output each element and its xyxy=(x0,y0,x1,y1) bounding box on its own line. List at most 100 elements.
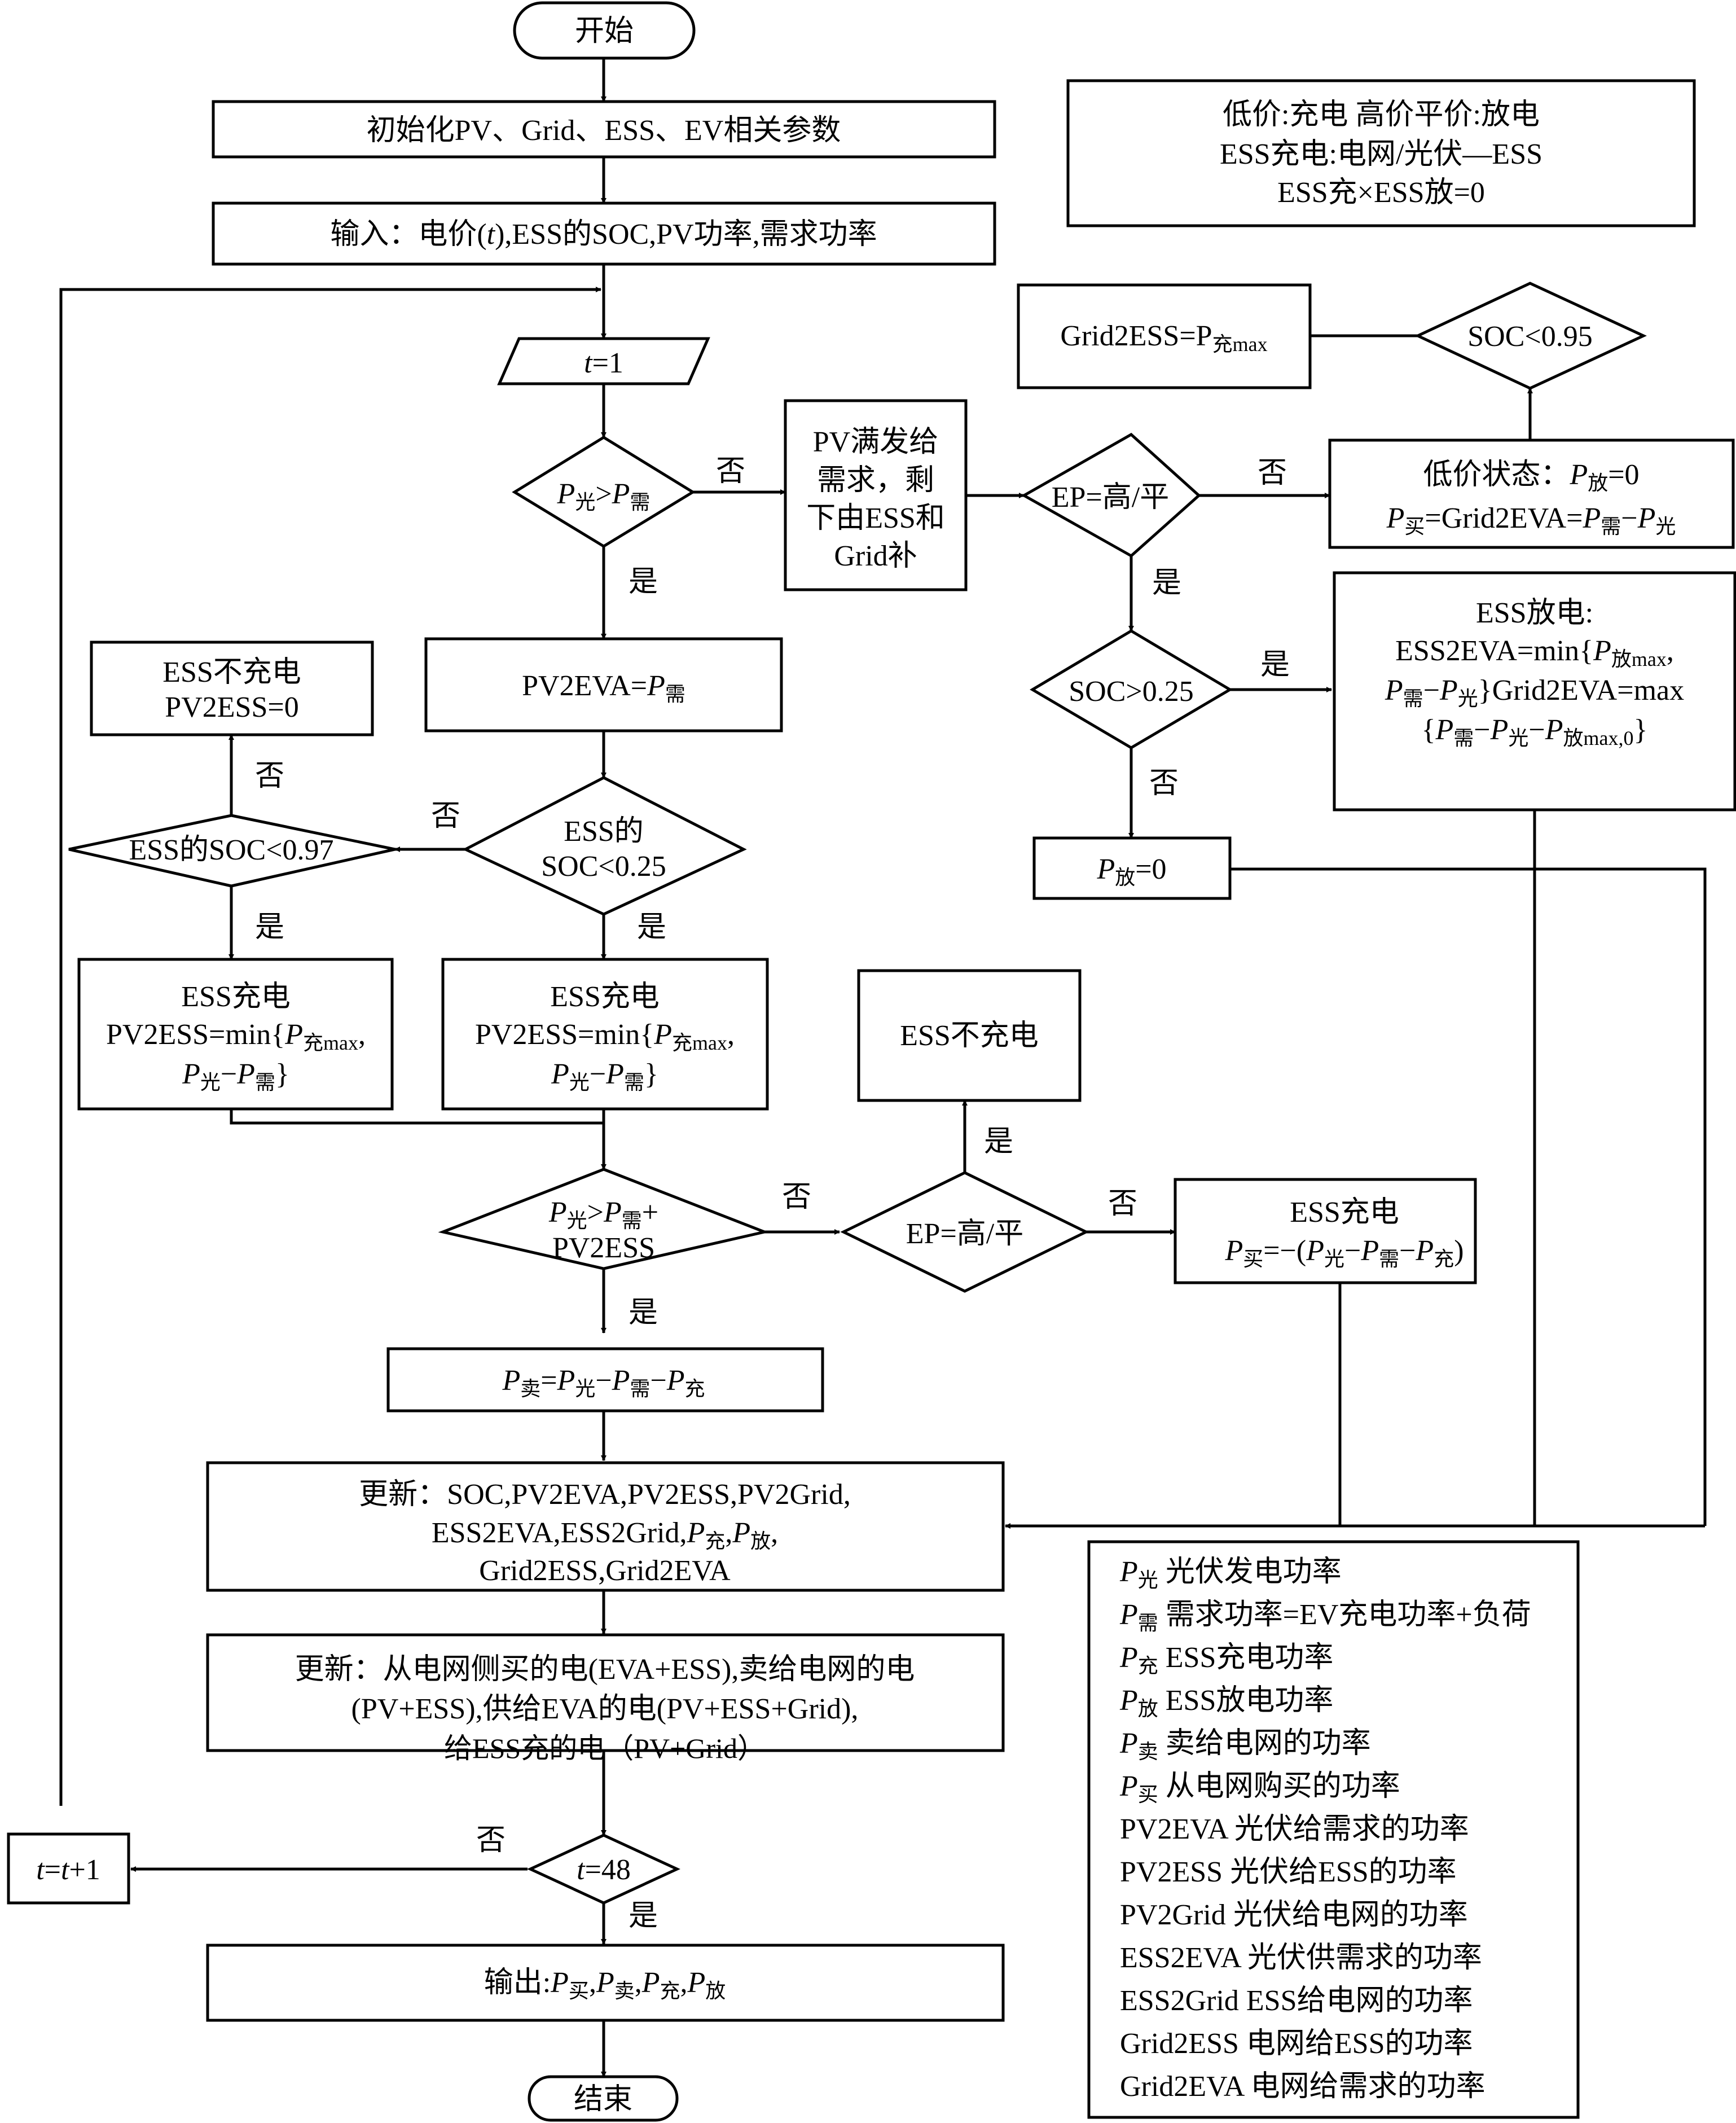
label-no-9: 否 xyxy=(476,1824,506,1857)
pv-shortfall-box: PV满发给 需求，剩 下由ESS和 Grid补 xyxy=(784,399,968,591)
svg-text:低价:充电 高价平价:放电: 低价:充电 高价平价:放电 xyxy=(1223,99,1540,131)
legend-item: Grid2ESS 电网给ESS的功率 xyxy=(1120,2028,1473,2060)
svg-text:P光>P需+: P光>P需+ xyxy=(548,1196,658,1232)
svg-text:ESS充电: ESS充电 xyxy=(1290,1196,1399,1229)
t-increment-box: t=t+1 xyxy=(7,1832,130,1905)
svg-text:SOC<0.25: SOC<0.25 xyxy=(541,850,666,883)
input-box: 输入：电价(t),ESS的SOC,PV功率,需求功率 xyxy=(212,201,996,266)
svg-text:ESS2EVA,ESS2Grid,P充,P放,: ESS2EVA,ESS2Grid,P充,P放, xyxy=(432,1517,778,1552)
svg-text:t=t+1: t=t+1 xyxy=(36,1854,100,1886)
start-node: 开始 xyxy=(513,1,696,60)
svg-text:t=48: t=48 xyxy=(577,1854,631,1886)
legend-item: P买 从电网购买的功率 xyxy=(1119,1770,1400,1806)
svg-text:ESS不充电: ESS不充电 xyxy=(162,656,301,688)
ess-charge-box-right: ESS充电 PV2ESS=min{P充max, P光−P需} xyxy=(441,958,769,1111)
svg-text:SOC<0.95: SOC<0.95 xyxy=(1467,321,1592,353)
decision-soc-025-gt: SOC>0.25 xyxy=(1030,629,1233,749)
label-yes-4: 是 xyxy=(255,911,284,944)
legend-item: ESS2Grid ESS给电网的功率 xyxy=(1120,1985,1473,2017)
ess-charge-buy-box: ESS充电 P买=−(P光−P需−P充) xyxy=(1174,1178,1477,1284)
legend-item: P需 需求功率=EV充电功率+负荷 xyxy=(1119,1599,1531,1634)
decision-pv-gt-demand-plus: P光>P需+ PV2ESS xyxy=(438,1168,770,1270)
svg-text:P需−P光}Grid2EVA=max: P需−P光}Grid2EVA=max xyxy=(1385,674,1684,710)
svg-text:需求，剩: 需求，剩 xyxy=(817,464,934,497)
svg-text:ESS充×ESS放=0: ESS充×ESS放=0 xyxy=(1277,177,1485,209)
t-init-node: t=1 xyxy=(497,337,710,385)
svg-text:输入：电价(t),ESS的SOC,PV功率,需求功率: 输入：电价(t),ESS的SOC,PV功率,需求功率 xyxy=(330,218,877,251)
legend-item: P卖 卖给电网的功率 xyxy=(1119,1727,1371,1763)
svg-text:下由ESS和: 下由ESS和 xyxy=(806,502,945,534)
label-yes-5: 是 xyxy=(637,911,666,944)
svg-text:ESS的SOC<0.97: ESS的SOC<0.97 xyxy=(129,834,333,866)
ess-no-charge-box-1: ESS不充电 PV2ESS=0 xyxy=(90,641,374,736)
decision-ess-soc-097: ESS的SOC<0.97 xyxy=(68,814,395,888)
svg-text:ESS不充电: ESS不充电 xyxy=(900,1020,1039,1052)
svg-text:ESS放电:: ESS放电: xyxy=(1476,597,1593,629)
svg-text:更新：从电网侧买的电(EVA+ESS),卖给电网的电: 更新：从电网侧买的电(EVA+ESS),卖给电网的电 xyxy=(295,1653,915,1686)
svg-text:ESS充电: ESS充电 xyxy=(550,981,660,1013)
svg-text:更新：SOC,PV2EVA,PV2ESS,PV2Grid,: 更新：SOC,PV2EVA,PV2ESS,PV2Grid, xyxy=(359,1479,851,1511)
low-price-box: 低价状态：P放=0 P买=Grid2EVA=P需−P光 xyxy=(1328,438,1735,549)
svg-text:EP=高/平: EP=高/平 xyxy=(906,1218,1023,1250)
svg-text:EP=高/平: EP=高/平 xyxy=(1052,481,1169,514)
ess-charge-box-left: ESS充电 PV2ESS=min{P充max, P光−P需} xyxy=(77,958,394,1111)
svg-text:低价状态：P放=0: 低价状态：P放=0 xyxy=(1423,459,1639,494)
svg-text:开始: 开始 xyxy=(575,15,634,47)
label-yes-2: 是 xyxy=(1152,567,1181,599)
svg-text:给ESS充的电（PV+Grid）: 给ESS充的电（PV+Grid） xyxy=(444,1732,766,1764)
p-discharge-zero-box: P放=0 xyxy=(1032,836,1232,900)
svg-text:ESS2EVA=min{P放max,: ESS2EVA=min{P放max, xyxy=(1395,635,1674,670)
svg-text:ESS的: ESS的 xyxy=(564,815,644,848)
svg-text:P放=0: P放=0 xyxy=(1096,853,1166,889)
svg-text:SOC>0.25: SOC>0.25 xyxy=(1069,676,1193,708)
svg-text:P买=Grid2EVA=P需−P光: P买=Grid2EVA=P需−P光 xyxy=(1386,502,1676,538)
label-no-8: 否 xyxy=(1108,1188,1137,1220)
svg-text:PV2EVA=P需: PV2EVA=P需 xyxy=(522,670,685,705)
svg-text:初始化PV、Grid、ESS、EV相关参数: 初始化PV、Grid、ESS、EV相关参数 xyxy=(367,115,841,147)
notes-box: 低价:充电 高价平价:放电 ESS充电:电网/光伏—ESS ESS充×ESS放=… xyxy=(1066,79,1696,227)
label-yes-6: 是 xyxy=(984,1126,1013,1158)
svg-text:P光>P需: P光>P需 xyxy=(557,478,651,514)
label-yes-9: 是 xyxy=(629,1900,658,1932)
connectors xyxy=(59,58,1707,2077)
label-no-7: 否 xyxy=(782,1181,811,1213)
legend-item: P光 光伏发电功率 xyxy=(1119,1556,1342,1591)
svg-text:输出:P买,P卖,P充,P放: 输出:P买,P卖,P充,P放 xyxy=(484,1967,726,2002)
svg-text:t=1: t=1 xyxy=(584,347,623,379)
svg-text:Grid补: Grid补 xyxy=(834,540,917,572)
svg-text:结束: 结束 xyxy=(574,2083,632,2116)
legend-item: PV2Grid 光伏给电网的功率 xyxy=(1120,1899,1468,1931)
decision-t-48: t=48 xyxy=(527,1834,680,1905)
decision-ep-high-flat-1: EP=高/平 xyxy=(1021,432,1201,558)
svg-text:{P需−P光−P放max,0}: {P需−P光−P放max,0} xyxy=(1422,714,1648,749)
grid2ess-max-box: Grid2ESS=P充max xyxy=(1017,283,1312,389)
pv2eva-box: PV2EVA=P需 xyxy=(424,637,783,732)
label-no-2: 否 xyxy=(1258,457,1287,489)
svg-text:PV2ESS=min{P充max,: PV2ESS=min{P充max, xyxy=(106,1019,366,1054)
legend-item: ESS2EVA 光伏供需求的功率 xyxy=(1120,1942,1482,1974)
ess-no-charge-box-2: ESS不充电 xyxy=(857,969,1082,1102)
decision-ess-soc-025: ESS的 SOC<0.25 xyxy=(462,776,747,916)
legend-item: P充 ESS充电功率 xyxy=(1119,1642,1333,1677)
svg-text:PV2ESS: PV2ESS xyxy=(552,1232,655,1264)
update-box-1: 更新：SOC,PV2EVA,PV2ESS,PV2Grid, ESS2EVA,ES… xyxy=(206,1461,1005,1592)
p-sell-box: P卖=P光−P需−P充 xyxy=(386,1347,824,1413)
svg-text:Grid2ESS=P充max: Grid2ESS=P充max xyxy=(1060,320,1267,356)
label-yes-3: 是 xyxy=(1260,649,1290,681)
legend-item: PV2EVA 光伏给需求的功率 xyxy=(1120,1813,1469,1845)
label-no-5: 否 xyxy=(431,800,460,832)
svg-text:PV2ESS=min{P充max,: PV2ESS=min{P充max, xyxy=(475,1019,735,1054)
ess-discharge-box: ESS放电: ESS2EVA=min{P放max, P需−P光}Grid2EVA… xyxy=(1333,571,1736,812)
label-no-1: 否 xyxy=(716,455,745,488)
decision-ep-high-flat-2: EP=高/平 xyxy=(840,1171,1089,1293)
svg-text:P光−P需}: P光−P需} xyxy=(551,1058,658,1094)
svg-text:PV满发给: PV满发给 xyxy=(813,426,938,458)
legend-item: Grid2EVA 电网给需求的功率 xyxy=(1120,2071,1486,2103)
svg-text:ESS充电: ESS充电 xyxy=(181,981,291,1013)
svg-text:(PV+ESS),供给EVA的电(PV+ESS+Grid),: (PV+ESS),供给EVA的电(PV+ESS+Grid), xyxy=(351,1693,859,1725)
output-box: 输出:P买,P卖,P充,P放 xyxy=(206,1944,1005,2022)
svg-text:PV2ESS=0: PV2ESS=0 xyxy=(165,691,298,723)
label-no-3: 否 xyxy=(1149,767,1179,800)
